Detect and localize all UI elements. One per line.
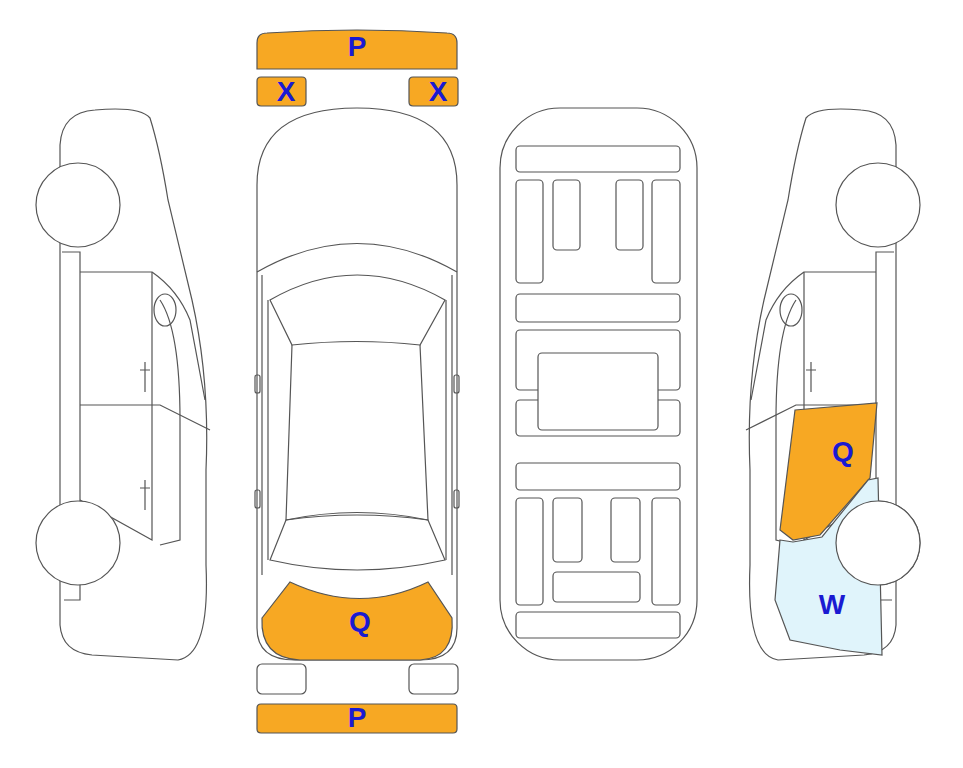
- fender-panel: W: [768, 470, 925, 665]
- damage-code: Q: [832, 438, 854, 466]
- panel-outline: [257, 704, 457, 733]
- top-view-car: [255, 108, 459, 694]
- wheel: [836, 501, 920, 585]
- headlight-panel: X: [407, 75, 460, 108]
- panel-outline: [262, 582, 452, 660]
- panel-outline: [257, 30, 457, 69]
- damage-code: X: [277, 78, 296, 106]
- damage-code: X: [429, 78, 448, 106]
- trunk-panel: Q: [258, 576, 456, 664]
- damage-code: Q: [349, 608, 371, 636]
- damage-code: P: [348, 33, 367, 61]
- underbody-view: [500, 108, 697, 660]
- damage-code: W: [819, 591, 845, 619]
- bumper-panel: P: [255, 29, 459, 71]
- side-view-car: [36, 109, 210, 660]
- panel-outline: [409, 77, 458, 106]
- damage-code: P: [348, 704, 367, 732]
- bumper-panel: P: [255, 702, 459, 735]
- headlight-panel: X: [255, 75, 308, 108]
- panel-outline: [257, 77, 306, 106]
- panel-shape: [768, 470, 925, 665]
